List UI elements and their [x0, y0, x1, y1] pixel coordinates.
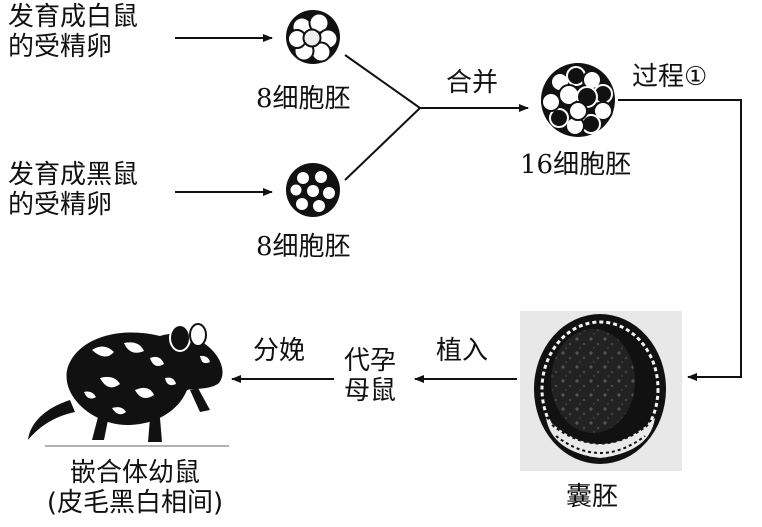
chimera-label: 嵌合体幼鼠 (皮毛黑白相间) — [30, 458, 240, 518]
merge-line-top — [344, 54, 421, 109]
arrow-process-1 — [618, 99, 742, 381]
chimera-label-line2: (皮毛黑白相间) — [46, 488, 224, 518]
blastocyst-icon — [520, 311, 682, 471]
white-egg-label-line2: 的受精卵 — [8, 32, 113, 62]
surrogate-label-line2: 母鼠 — [344, 376, 397, 406]
white-egg-label: 发育成白鼠 的受精卵 — [8, 2, 138, 62]
merge-line-bottom — [344, 107, 421, 181]
white-egg-label-line1: 发育成白鼠 — [8, 2, 139, 32]
chimera-label-line1: 嵌合体幼鼠 — [69, 458, 200, 488]
black-8-cell-embryo-icon — [286, 163, 340, 217]
blastocyst-label: 囊胚 — [566, 482, 619, 512]
black-egg-label-line1: 发育成黑鼠 — [8, 160, 139, 190]
white-embryo-label: 8细胞胚 — [256, 84, 351, 114]
chimera-mouse-icon — [28, 323, 229, 447]
16-cell-embryo-label: 16细胞胚 — [520, 150, 632, 180]
process-1-label: 过程① — [632, 62, 708, 92]
black-embryo-label: 8细胞胚 — [256, 232, 351, 262]
black-egg-label: 发育成黑鼠 的受精卵 — [8, 160, 138, 220]
16-cell-embryo-icon — [541, 63, 615, 137]
black-egg-label-line2: 的受精卵 — [8, 190, 113, 220]
white-8-cell-embryo-icon — [286, 10, 340, 64]
merge-label: 合并 — [446, 68, 499, 98]
implant-label: 植入 — [436, 336, 489, 366]
birth-label: 分娩 — [253, 336, 306, 366]
surrogate-label: 代孕 母鼠 — [344, 346, 396, 406]
surrogate-label-line1: 代孕 — [344, 346, 397, 376]
